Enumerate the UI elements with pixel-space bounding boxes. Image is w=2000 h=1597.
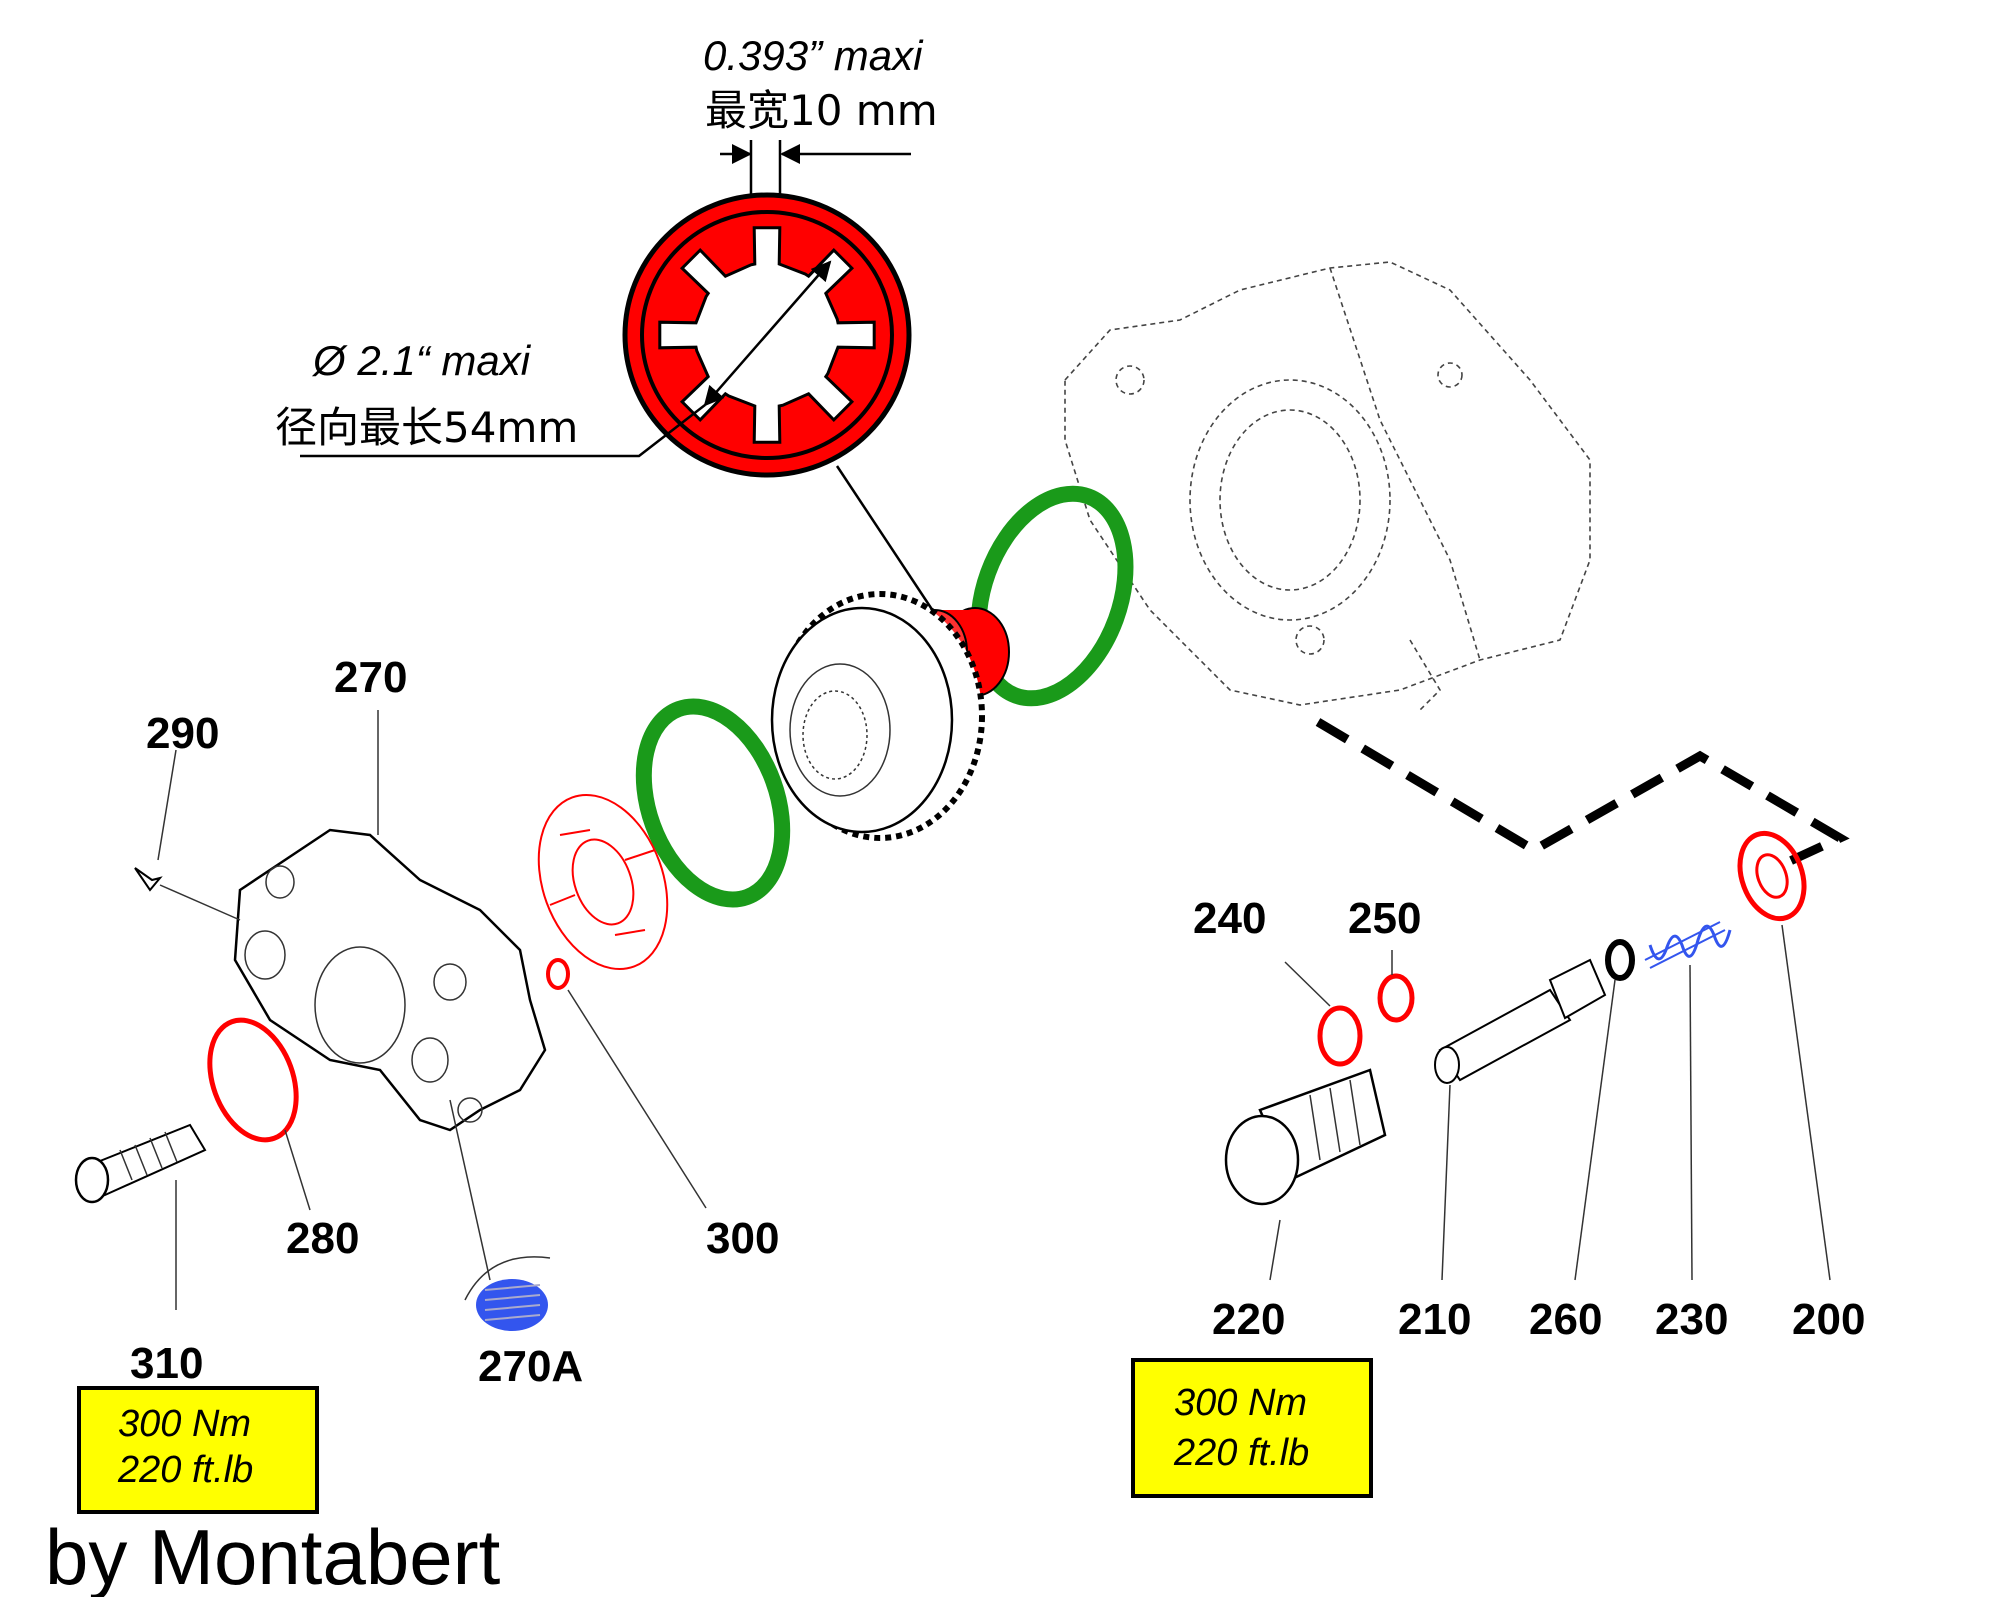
splined-friction-ring-detail	[300, 192, 941, 621]
gear	[770, 591, 985, 841]
label-300: 300	[706, 1214, 779, 1263]
torque-box-right: 300 Nm 220 ft.lb	[1131, 1358, 1373, 1498]
label-270: 270	[334, 653, 407, 702]
screw-290	[134, 749, 241, 921]
label-280: 280	[286, 1214, 359, 1263]
label-200: 200	[1792, 1295, 1865, 1344]
width-dimension-inch: 0.393” maxi	[703, 32, 924, 79]
label-240: 240	[1193, 894, 1266, 943]
green-bearing-ring-upper	[970, 485, 1134, 707]
label-210: 210	[1398, 1295, 1471, 1344]
label-250: 250	[1348, 894, 1421, 943]
spool-210	[1434, 958, 1607, 1281]
signature-text: by Montabert	[45, 1513, 501, 1597]
label-310: 310	[130, 1339, 203, 1388]
torque-left-nm: 300 Nm	[118, 1403, 251, 1445]
red-thrust-washer	[537, 793, 669, 971]
assembly-location-dashed-line	[1315, 718, 1850, 867]
cover-270	[233, 710, 547, 1132]
plug-220	[1224, 1068, 1387, 1281]
label-290: 290	[146, 709, 219, 758]
o-ring-250	[1377, 973, 1415, 1023]
spring-230	[1644, 921, 1732, 1281]
plug-270A	[449, 1099, 551, 1331]
label-260: 260	[1529, 1295, 1602, 1344]
o-ring-300	[546, 958, 570, 990]
pump-housing-outline	[1064, 261, 1591, 711]
torque-box-left: 300 Nm 220 ft.lb	[77, 1386, 319, 1514]
label-270A: 270A	[478, 1342, 583, 1391]
washer-260	[1605, 939, 1635, 981]
torque-right-nm: 300 Nm	[1174, 1382, 1307, 1424]
red-washer-200	[1737, 830, 1831, 1281]
label-230: 230	[1655, 1295, 1728, 1344]
label-220: 220	[1212, 1295, 1285, 1344]
width-dimension-mm: 最宽10 mm	[705, 86, 938, 135]
o-ring-240	[1317, 1005, 1363, 1067]
bolt-310	[74, 1123, 207, 1310]
torque-left-ftlb: 220 ft.lb	[117, 1449, 253, 1491]
green-bearing-ring-lower	[635, 698, 791, 908]
diameter-dimension-inch: Ø 2.1“ maxi	[311, 337, 532, 384]
o-ring-280	[207, 1017, 299, 1143]
torque-right-ftlb: 220 ft.lb	[1173, 1432, 1309, 1474]
diameter-dimension-mm: 径向最长54mm	[275, 403, 578, 452]
